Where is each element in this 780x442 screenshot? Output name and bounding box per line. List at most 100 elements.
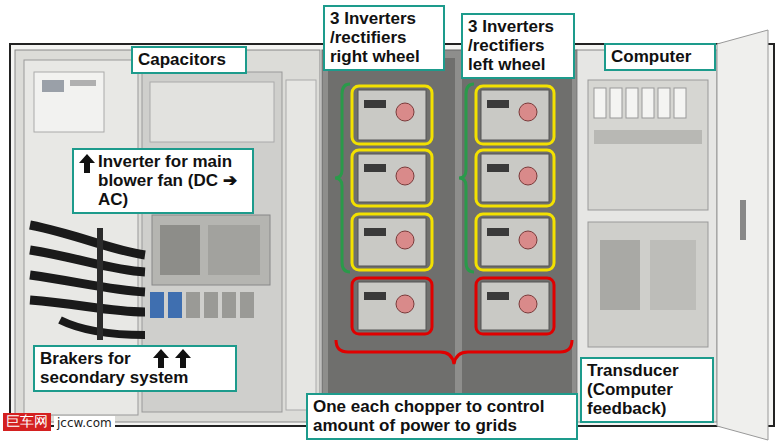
illustration-shape — [336, 340, 572, 364]
illustration-shape — [481, 282, 549, 330]
illustration-shape — [476, 86, 554, 144]
illustration-shape — [358, 154, 426, 202]
illustration-shape — [240, 292, 254, 318]
illustration-shape — [150, 292, 164, 318]
illustration-shape — [358, 90, 426, 140]
illustration-shape — [740, 200, 746, 240]
illustration-shape — [70, 80, 96, 86]
illustration-shape — [481, 154, 549, 202]
illustration-shape — [588, 80, 708, 210]
illustration-shape — [150, 82, 274, 142]
illustration-shape — [600, 240, 640, 310]
illustration-shape — [204, 292, 218, 318]
illustration-shape — [30, 300, 145, 312]
illustration-shape — [328, 58, 455, 408]
inverter-cabinets — [322, 50, 577, 422]
callout-box: 3 Inverters /rectifiers left wheel — [461, 13, 575, 79]
callout-box: Brakers for secondary system — [33, 345, 237, 392]
illustration-shape — [30, 250, 145, 272]
illustration-shape — [30, 275, 145, 292]
illustration-shape — [674, 88, 686, 118]
computer-cabinet — [577, 30, 768, 440]
callout-text: Transducer (Computer feedback) — [587, 361, 707, 418]
up-arrow-shape — [153, 349, 169, 368]
illustration-shape — [352, 86, 432, 144]
illustration-shape — [364, 164, 386, 172]
callout-box: Inverter for main blower fan (DC ➔ AC) — [72, 148, 254, 214]
illustration-shape — [364, 100, 386, 108]
callout-text: Inverter for main blower fan (DC ➔ AC) — [98, 152, 247, 209]
illustration-shape — [286, 80, 316, 410]
illustration-shape — [594, 88, 606, 118]
illustration-shape — [97, 228, 103, 340]
frame — [10, 44, 774, 426]
callout-text: Brakers for secondary system — [40, 349, 202, 387]
callout-text: Capacitors — [138, 50, 240, 69]
illustration-shape — [519, 231, 537, 249]
up-arrow-symbol — [153, 349, 169, 368]
illustration-shape — [222, 292, 236, 318]
callout-box: Transducer (Computer feedback) — [580, 357, 714, 423]
illustration-shape — [481, 90, 549, 140]
illustration-shape — [358, 90, 549, 330]
up-arrow-shape — [79, 154, 95, 173]
illustration-shape — [594, 130, 702, 144]
up-arrow-symbol — [175, 349, 191, 368]
left-cabinet — [15, 50, 320, 422]
callout-text: 3 Inverters /rectifiers left wheel — [468, 17, 568, 74]
callout-text: One each chopper to control amount of po… — [313, 397, 571, 435]
illustration-shape — [322, 50, 577, 422]
illustration-shape — [588, 222, 708, 347]
callout-box: One each chopper to control amount of po… — [306, 393, 578, 440]
illustration-shape — [396, 103, 414, 121]
illustration-shape — [396, 231, 414, 249]
illustration-shape — [335, 84, 474, 272]
illustration-shape — [358, 282, 426, 330]
callout-box: Capacitors — [131, 46, 247, 74]
illustration-shape — [487, 228, 509, 236]
illustration-shape — [358, 218, 426, 266]
illustration-shape — [476, 214, 554, 270]
illustration-shape — [594, 88, 686, 118]
callout-box: 3 Inverters /rectifiers right wheel — [323, 5, 445, 71]
illustration-shape — [364, 228, 386, 236]
illustration-shape — [459, 84, 474, 272]
illustration-shape — [364, 292, 386, 300]
illustration-shape — [42, 80, 64, 92]
illustration-shape — [396, 167, 414, 185]
illustration-shape — [650, 240, 696, 310]
illustration-shape — [352, 278, 554, 334]
illustration-shape — [352, 150, 432, 206]
illustration-shape — [717, 30, 768, 440]
illustration-shape — [462, 58, 572, 408]
illustration-shape — [610, 88, 622, 118]
illustration-shape — [476, 278, 554, 334]
illustration-shape — [186, 292, 200, 318]
illustration-shape — [34, 72, 104, 132]
illustration-shape — [481, 218, 549, 266]
illustration-shape — [352, 86, 554, 270]
illustration-shape — [352, 278, 432, 334]
illustration-shape — [642, 88, 654, 118]
illustration-shape — [208, 225, 260, 275]
illustration-shape — [335, 84, 350, 272]
illustration-shape — [487, 292, 509, 300]
illustration-shape — [15, 50, 320, 422]
callout-text: 3 Inverters /rectifiers right wheel — [330, 9, 438, 66]
up-arrow-symbol — [79, 154, 95, 173]
illustration-shape — [396, 295, 414, 313]
illustration-shape — [519, 295, 537, 313]
illustration-shape — [487, 100, 509, 108]
callout-text: Computer — [611, 47, 709, 66]
illustration-shape — [152, 215, 270, 285]
callout-box: Computer — [604, 43, 716, 71]
watermark-url: jccw.com — [54, 416, 115, 430]
illustration-shape — [476, 150, 554, 206]
illustration-shape — [658, 88, 670, 118]
watermark-logo: 巨车网 — [3, 413, 51, 431]
illustration-shape — [487, 164, 509, 172]
illustration-shape — [168, 292, 182, 318]
illustration-shape — [626, 88, 638, 118]
illustration-shape — [519, 103, 537, 121]
